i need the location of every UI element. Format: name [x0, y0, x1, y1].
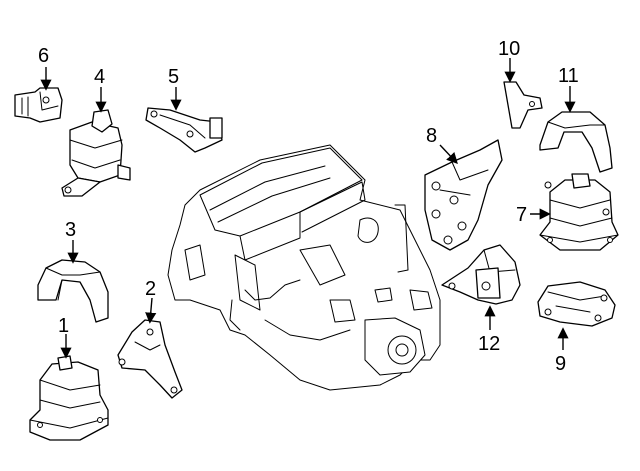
- part-6-bracket: [14, 87, 63, 123]
- callout-7: 7: [516, 204, 527, 226]
- callout-8: 8: [426, 125, 437, 147]
- part-10-bracket: [503, 81, 543, 129]
- callout-11: 11: [558, 65, 579, 87]
- part-1-mount: [29, 355, 109, 441]
- callout-12: 12: [478, 333, 500, 355]
- callout-10: 10: [498, 38, 520, 60]
- callout-4: 4: [94, 66, 105, 88]
- engine-assembly: [167, 144, 441, 391]
- callout-5: 5: [168, 66, 179, 88]
- arrow-8: [439, 144, 458, 165]
- part-4-engine-mount: [61, 109, 131, 197]
- arrow-2: [145, 297, 157, 324]
- part-2-bracket: [117, 319, 183, 399]
- callout-2: 2: [145, 278, 156, 300]
- callout-6: 6: [38, 45, 49, 67]
- part-8-bracket: [424, 139, 503, 251]
- callout-3: 3: [65, 219, 76, 241]
- callout-1: 1: [58, 315, 69, 337]
- part-3-u-bracket: [37, 259, 109, 323]
- part-5-bracket: [145, 107, 223, 153]
- callout-9: 9: [555, 353, 566, 375]
- part-11-u-bracket: [539, 111, 613, 173]
- part-9-plate: [537, 281, 616, 327]
- part-12-bracket: [441, 244, 521, 305]
- callout-arrows: [40, 58, 576, 359]
- part-7-mount: [539, 173, 619, 251]
- callout-labels: 6 4 5 3 2 1 8 10 11 7 12 9: [38, 38, 579, 375]
